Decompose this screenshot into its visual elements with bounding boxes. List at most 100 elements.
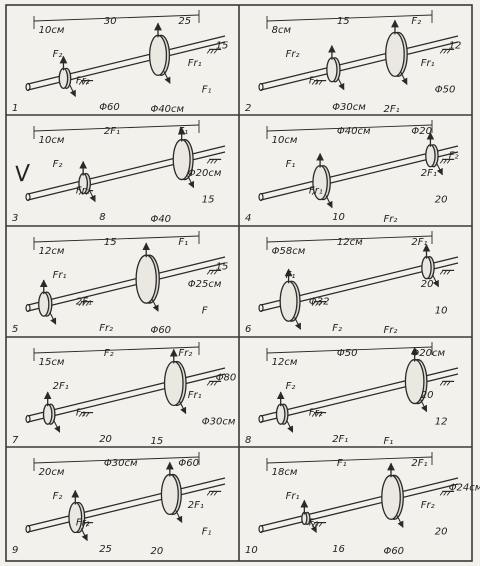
panel-grid bbox=[5, 4, 473, 562]
diagram-label: F₂ bbox=[104, 348, 114, 359]
diagram-label: 15 bbox=[150, 436, 163, 447]
diagram-label: Fr₂ bbox=[286, 49, 300, 60]
bearing-support bbox=[439, 158, 455, 164]
diagram-label: Fr₂ bbox=[76, 518, 90, 529]
diagram-label: Φ24см bbox=[449, 482, 480, 493]
dimension-line bbox=[266, 231, 433, 250]
diagram-label: 10см bbox=[39, 25, 65, 36]
radial-force-arrow bbox=[337, 77, 345, 91]
diagram-label: Φ20 bbox=[411, 126, 432, 137]
diagram-label: 10 bbox=[332, 212, 345, 223]
radial-force-arrow bbox=[294, 317, 302, 330]
dimension-line bbox=[266, 452, 433, 471]
diagram-label: 8 bbox=[99, 212, 105, 223]
diagram-label: Φ50 bbox=[435, 84, 456, 95]
diagram-label: Fr₁ bbox=[421, 58, 435, 69]
diagram-label: Fr₂ bbox=[421, 500, 435, 511]
big-disk bbox=[160, 461, 183, 524]
radial-force-arrow bbox=[396, 515, 404, 528]
diagram-label: Fr₁ bbox=[286, 491, 300, 502]
diagram-label: 20 bbox=[435, 526, 448, 537]
diagram-label: F₁ bbox=[286, 270, 296, 281]
diagram-label: Φ30см bbox=[332, 102, 366, 113]
diagram-label: 30 bbox=[104, 16, 117, 27]
diagram-label: F bbox=[202, 305, 208, 316]
diagram-label: Fr₂ bbox=[383, 214, 397, 225]
radial-force-arrow bbox=[431, 274, 439, 288]
panel-number: 2 bbox=[245, 103, 251, 114]
diagram-label: Φ40см bbox=[337, 126, 371, 137]
dimension-line bbox=[266, 10, 433, 29]
shaft bbox=[258, 145, 459, 202]
diagram-label: Φ20см bbox=[411, 348, 445, 359]
diagram-label: Fr₁ bbox=[188, 58, 202, 69]
diagram-label: 15 bbox=[216, 261, 229, 272]
diagram-label: 12 bbox=[449, 40, 462, 51]
shaft bbox=[258, 477, 459, 534]
big-disk bbox=[163, 348, 187, 415]
margin-check-mark: V bbox=[13, 161, 33, 188]
diagram-label: 2F₁ bbox=[188, 500, 204, 511]
big-disk bbox=[172, 126, 195, 189]
small-disk bbox=[300, 499, 317, 534]
radial-force-arrow bbox=[309, 520, 317, 534]
radial-force-arrow bbox=[49, 311, 57, 325]
radial-force-arrow bbox=[68, 84, 76, 97]
big-disk bbox=[425, 131, 443, 176]
panel-number: 1 bbox=[12, 103, 18, 114]
diagram-label: 12см bbox=[337, 237, 363, 248]
diagram-label: F₁ bbox=[178, 126, 188, 137]
diagram-label: 25 bbox=[99, 544, 112, 555]
diagram-label: Φ25см bbox=[188, 279, 222, 290]
bearing-support bbox=[206, 490, 222, 496]
dimension-line bbox=[33, 231, 200, 250]
diagram-label: 20 bbox=[99, 434, 112, 445]
diagram-label: Fr₂ bbox=[76, 186, 90, 197]
diagram-label: F₁ bbox=[202, 526, 212, 537]
small-disk bbox=[68, 489, 88, 542]
radial-force-arrow bbox=[88, 189, 96, 203]
dimension-line bbox=[266, 342, 433, 361]
diagram-label: Fr₂ bbox=[309, 408, 323, 419]
small-disk bbox=[42, 391, 61, 433]
diagram-label: F₂ bbox=[53, 49, 63, 60]
diagram-label: F₁ bbox=[383, 436, 393, 447]
radial-force-arrow bbox=[151, 298, 159, 312]
bearing-support bbox=[439, 269, 455, 275]
diagram-label: 18см bbox=[272, 467, 298, 478]
diagram-label: 2F₁ bbox=[383, 104, 399, 115]
big-disk bbox=[385, 19, 408, 85]
panel-number: 7 bbox=[12, 435, 19, 446]
diagram-label: 25 bbox=[178, 16, 191, 27]
diagram-label: 12 bbox=[435, 416, 448, 427]
diagram-label: Fr₂ bbox=[383, 325, 397, 336]
diagram-label: Φ60 bbox=[383, 546, 404, 557]
radial-force-arrow bbox=[53, 419, 61, 433]
diagram-label: 15 bbox=[202, 194, 215, 205]
diagram-label: 10см bbox=[39, 135, 65, 146]
bearing-support bbox=[206, 269, 222, 275]
diagram-label: Φ30см bbox=[104, 458, 138, 469]
panel-number: 10 bbox=[245, 545, 258, 556]
bearing-support bbox=[439, 380, 455, 386]
diagram-label: 10см bbox=[272, 135, 298, 146]
diagram-label: F₁ bbox=[76, 408, 86, 419]
panel-number: 9 bbox=[12, 545, 18, 556]
diagram-label: Φ50 bbox=[337, 348, 358, 359]
radial-force-arrow bbox=[400, 72, 408, 85]
diagram-label: 2F₁ bbox=[421, 168, 437, 179]
diagram-label: 2F₁ bbox=[53, 381, 69, 392]
diagram-label: F₁ bbox=[202, 84, 212, 95]
panel-number: 3 bbox=[12, 213, 18, 224]
diagram-label: 8см bbox=[272, 25, 292, 36]
diagram-label: 20 bbox=[150, 546, 163, 557]
diagram-label: Fr₁ bbox=[188, 390, 202, 401]
shaft bbox=[25, 367, 226, 424]
